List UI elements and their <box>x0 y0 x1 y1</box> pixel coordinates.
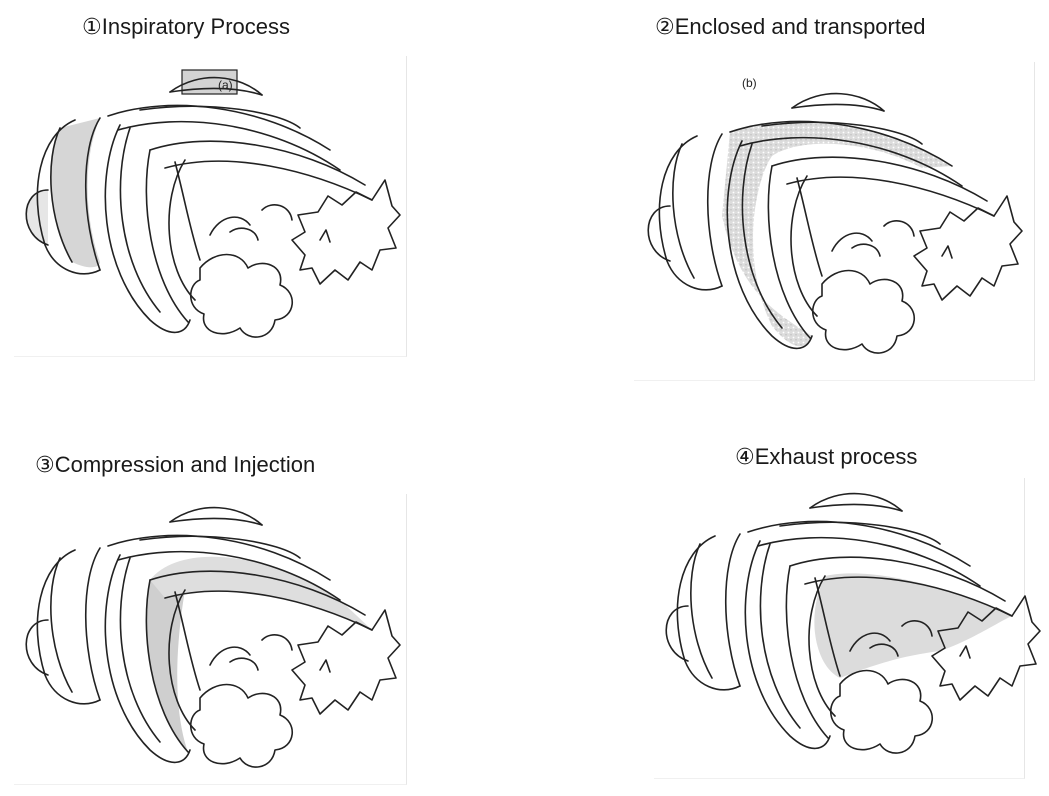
rotor-diagram-exhaust <box>0 0 1049 796</box>
